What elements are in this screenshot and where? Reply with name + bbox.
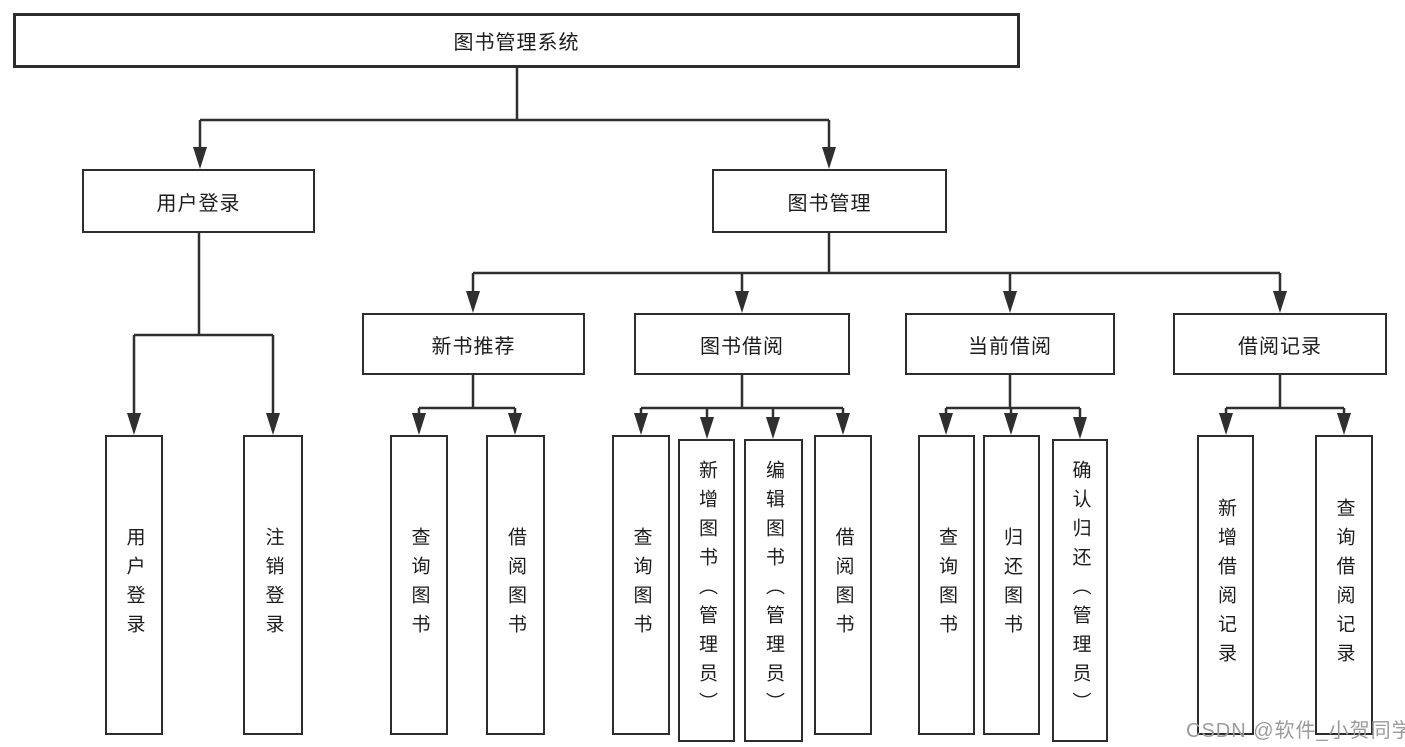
leaf-confirm-return-admin-label: 确认归还（管理员）: [1069, 460, 1091, 721]
node-new-book-recommend: 新书推荐: [362, 313, 585, 375]
node-book-management: 图书管理: [712, 169, 947, 233]
leaf-query-books-recommend: 查询图书: [390, 435, 448, 735]
node-current-borrow: 当前借阅: [905, 313, 1115, 375]
node-borrow-records: 借阅记录: [1173, 313, 1387, 375]
leaf-borrow-books-borrow: 借阅图书: [814, 435, 872, 735]
leaf-query-books-borrow-label: 查询图书: [630, 527, 652, 643]
leaf-add-books-admin-label: 新增图书（管理员）: [696, 460, 717, 721]
leaf-borrow-books-recommend: 借阅图书: [486, 435, 545, 735]
leaf-query-books-current: 查询图书: [918, 435, 975, 735]
leaf-return-books-label: 归还图书: [1001, 527, 1022, 643]
leaf-query-books-recommend-label: 查询图书: [408, 527, 430, 643]
leaf-user-login-label: 用户登录: [123, 527, 145, 643]
leaf-logout-label: 注销登录: [262, 527, 284, 643]
leaf-user-login: 用户登录: [105, 435, 163, 735]
node-user-login: 用户登录: [82, 169, 315, 233]
leaf-query-books-current-label: 查询图书: [936, 527, 957, 643]
leaf-borrow-books-recommend-label: 借阅图书: [505, 527, 526, 643]
leaf-borrow-books-borrow-label: 借阅图书: [832, 527, 854, 643]
leaf-add-books-admin: 新增图书（管理员）: [678, 439, 735, 742]
csdn-watermark: CSDN @软件_小贺同学: [1186, 720, 1405, 742]
leaf-query-borrow-record-label: 查询借阅记录: [1333, 498, 1355, 672]
leaf-add-borrow-record: 新增借阅记录: [1197, 435, 1254, 735]
leaf-edit-books-admin: 编辑图书（管理员）: [744, 439, 803, 742]
leaf-confirm-return-admin: 确认归还（管理员）: [1052, 439, 1108, 742]
leaf-query-books-borrow: 查询图书: [612, 435, 670, 735]
leaf-query-borrow-record: 查询借阅记录: [1315, 435, 1373, 735]
leaf-return-books: 归还图书: [983, 435, 1040, 735]
node-book-borrow: 图书借阅: [634, 313, 850, 375]
node-library-system: 图书管理系统: [13, 13, 1020, 68]
leaf-logout: 注销登录: [243, 435, 303, 735]
leaf-edit-books-admin-label: 编辑图书（管理员）: [763, 460, 784, 721]
leaf-add-borrow-record-label: 新增借阅记录: [1215, 498, 1236, 672]
